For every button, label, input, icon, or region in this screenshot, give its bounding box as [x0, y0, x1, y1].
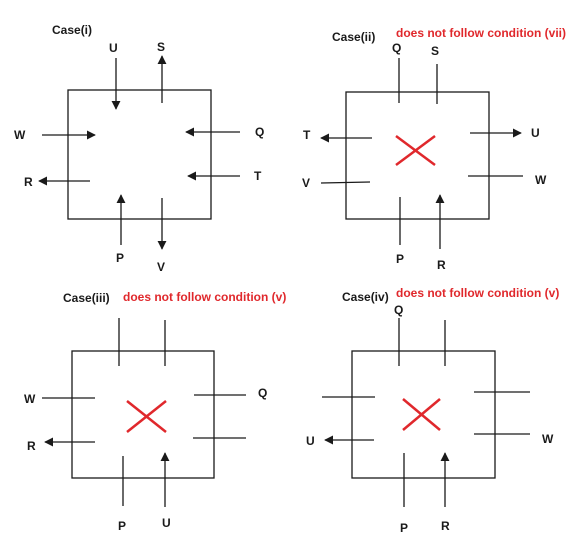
- panel-title: Case(ii): [332, 30, 375, 44]
- label-v: V: [157, 260, 165, 274]
- panel-case-i: Case(i) U S W Q R T P V: [14, 23, 264, 274]
- panel-note: does not follow condition (v): [396, 286, 559, 300]
- label-q: Q: [255, 125, 264, 139]
- label-s: S: [431, 44, 439, 58]
- label-u: U: [109, 41, 118, 55]
- label-w: W: [535, 173, 547, 187]
- label-q: Q: [392, 41, 401, 55]
- label-w: W: [24, 392, 36, 406]
- table-square: [351, 350, 496, 479]
- panel-note: does not follow condition (vii): [396, 26, 566, 40]
- label-s: S: [157, 40, 165, 54]
- panel-case-iv: Case(iv) does not follow condition (v) Q…: [306, 286, 559, 535]
- label-v: V: [302, 176, 310, 190]
- panel-case-iii: Case(iii) does not follow condition (v) …: [24, 290, 286, 533]
- label-p: P: [116, 251, 124, 265]
- label-t: T: [254, 169, 262, 183]
- label-q: Q: [258, 386, 267, 400]
- rejected-cross-icon: [402, 398, 441, 431]
- label-r: R: [437, 258, 446, 272]
- label-p: P: [396, 252, 404, 266]
- seat-v: [320, 181, 371, 184]
- label-r: R: [441, 519, 450, 533]
- panel-title: Case(i): [52, 23, 92, 37]
- label-u: U: [306, 434, 315, 448]
- label-r: R: [27, 439, 36, 453]
- label-r: R: [24, 175, 33, 189]
- rejected-cross-icon: [395, 134, 436, 167]
- label-q: Q: [394, 303, 403, 317]
- label-w: W: [542, 432, 554, 446]
- table-square: [345, 91, 490, 220]
- panel-case-ii: Case(ii) does not follow condition (vii)…: [302, 26, 566, 272]
- label-u: U: [162, 516, 171, 530]
- label-w: W: [14, 128, 26, 142]
- panel-note: does not follow condition (v): [123, 290, 286, 304]
- label-u: U: [531, 126, 540, 140]
- panel-title: Case(iv): [342, 290, 389, 304]
- label-t: T: [303, 128, 311, 142]
- table-square: [67, 89, 212, 220]
- table-square: [71, 350, 215, 479]
- label-p: P: [118, 519, 126, 533]
- panel-title: Case(iii): [63, 291, 110, 305]
- label-p: P: [400, 521, 408, 535]
- rejected-cross-icon: [126, 400, 167, 433]
